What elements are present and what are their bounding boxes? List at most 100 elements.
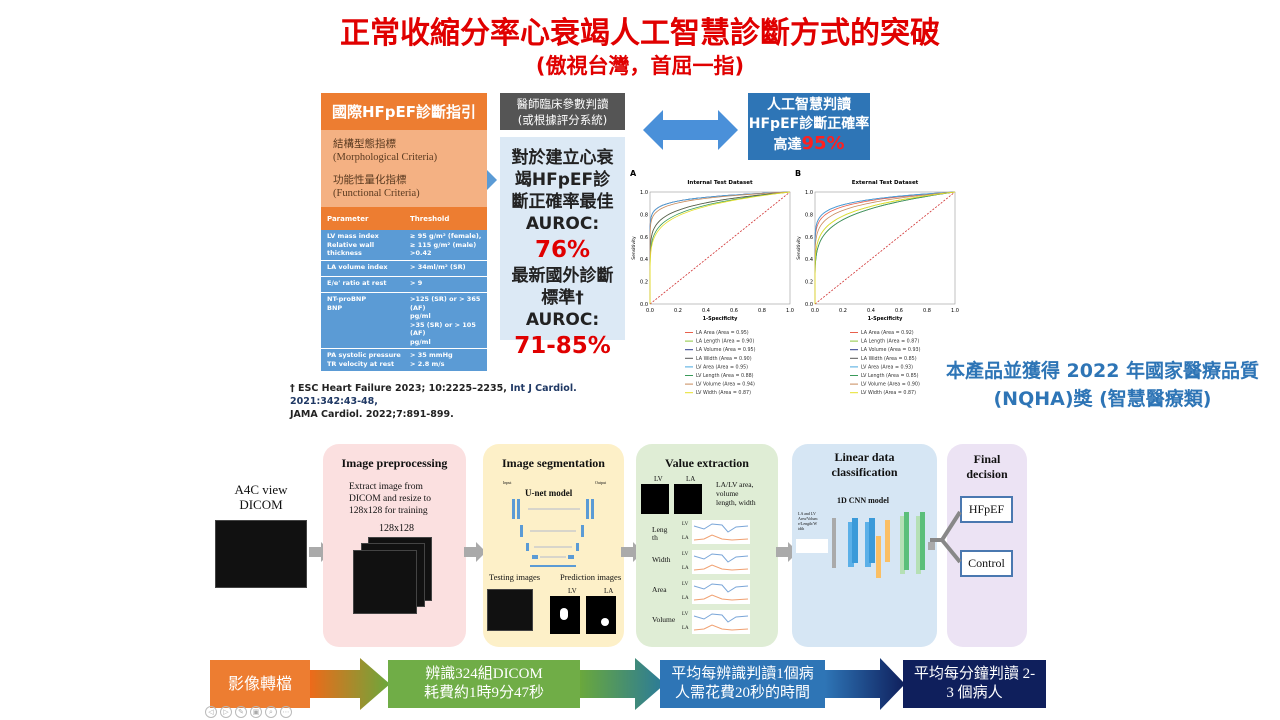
y-tick-label: 0.8: [640, 212, 648, 218]
x-tick-label: 0.2: [674, 308, 682, 314]
echo-image: [215, 520, 307, 588]
roc-curve: [814, 191, 956, 305]
legend-entry: LA Length (Area = 0.87): [861, 339, 919, 345]
panel-preprocessing: Image preprocessing Extract image from D…: [323, 444, 466, 647]
unet-input: Input: [503, 480, 512, 485]
citation: † ESC Heart Failure 2023; 10:2225–2235, …: [290, 382, 630, 421]
roc-curve: [649, 191, 791, 305]
threshold-cell: > 34ml/m² (SR): [410, 263, 466, 271]
testing-label: Testing images: [489, 572, 541, 582]
threshold-cell: ≥ 95 g/m² (female), ≥ 115 g/m² (male) >0…: [410, 232, 482, 257]
y-tick-label: 0.2: [640, 280, 648, 286]
cnn-diagram: [832, 512, 925, 574]
guideline-table: LV mass index Relative wall thickness≥ 9…: [321, 230, 487, 372]
x-axis-label: 1-Specificity: [703, 316, 739, 322]
x-tick-label: 0.6: [730, 308, 738, 314]
value-row-label: Volume: [652, 615, 676, 624]
clinician-value2: 71-85%: [514, 333, 611, 359]
next-slide-button[interactable]: ▷: [220, 706, 232, 718]
more-options-button[interactable]: ⋯: [280, 706, 292, 718]
la-label: LA: [686, 475, 696, 483]
x-tick-label: 0.8: [758, 308, 766, 314]
panel-label: B: [795, 169, 801, 178]
award-text: 本產品並獲得 2022 年國家醫療品質(NQHA)獎 (智慧醫療類): [945, 360, 1260, 410]
param-cell: LA volume index: [327, 263, 388, 271]
ai-line: 人工智慧判讀HFpEF診斷正確率高達: [748, 97, 870, 153]
clinician-auroc: 對於建立心衰竭HFpEF診斷正確率最佳AUROC: 76% 最新國外診斷標準† …: [500, 137, 625, 359]
roc-curve: [649, 191, 791, 305]
timeline-step-2: 辨識324組DICOM 耗費約1時9分47秒: [388, 660, 580, 708]
criteria-zh: 結構型態指標: [333, 139, 396, 150]
clinician-line1: 對於建立心衰竭HFpEF診斷正確率最佳AUROC:: [511, 148, 614, 234]
chart-title: Internal Test Dataset: [687, 180, 753, 186]
param-cell: PA systolic pressure TR velocity at rest: [327, 351, 401, 368]
lv-label: LV: [654, 475, 663, 483]
legend-entry: LA Width (Area = 0.90): [696, 356, 752, 362]
double-arrow-icon: [643, 110, 738, 150]
value-desc: LA/LV area, volume length, width: [716, 480, 756, 507]
arrow-right-icon: [487, 170, 497, 190]
preprocessing-desc: Extract image from DICOM and resize to 1…: [349, 482, 432, 516]
cnn-input-label: LA and LV Area/Volum e/Length/W idth: [798, 511, 818, 531]
legend-entry: LV Volume (Area = 0.94): [696, 382, 755, 388]
timeline-step-4: 平均每分鐘判讀 2- 3 個病人: [903, 660, 1046, 708]
y-tick-label: 0.6: [640, 235, 648, 241]
lv-label: LV: [682, 552, 689, 557]
y-tick-label: 0.0: [640, 302, 648, 308]
slide-subtitle: (傲視台灣，首屈一指): [535, 54, 745, 78]
zoom-button[interactable]: ⌕: [265, 706, 277, 718]
ai-value: 95%: [801, 133, 845, 154]
la-label: LA: [682, 626, 689, 631]
x-tick-label: 0.0: [811, 308, 819, 314]
chart-title: External Test Dataset: [852, 180, 919, 186]
panel-title: Final decision: [966, 452, 1008, 481]
criteria-en: (Functional Criteria): [333, 188, 420, 199]
roc-curve: [814, 191, 956, 305]
value-row-label: Width: [652, 555, 671, 564]
arrow-icon: [464, 542, 486, 562]
clinician-header: 醫師臨床參數判讀 (或根據評分系統): [500, 93, 625, 130]
pen-tool-button[interactable]: ✎: [235, 706, 247, 718]
timeline-step-3: 平均每辨識判讀1個病 人需花費20秒的時間: [660, 660, 825, 708]
x-tick-label: 1.0: [951, 308, 959, 314]
panel-title: Linear data classification: [831, 450, 898, 479]
y-tick-label: 0.0: [805, 302, 813, 308]
panel-title: Value extraction: [665, 456, 749, 470]
x-tick-label: 0.2: [839, 308, 847, 314]
roc-curve: [649, 191, 791, 305]
guideline-header: 國際HFpEF診斷指引: [321, 93, 487, 130]
panel-value-extraction: Value extraction LV LA LA/LV area, volum…: [636, 444, 778, 647]
decision-fork-icon: [930, 510, 962, 564]
guideline-criteria: 結構型態指標(Morphological Criteria) 功能性量化指標(F…: [321, 130, 487, 207]
input-signal: [796, 539, 828, 553]
legend-entry: LV Width (Area = 0.87): [696, 390, 751, 396]
input-label: A4C view DICOM: [234, 482, 288, 512]
legend-entry: LV Volume (Area = 0.90): [861, 382, 920, 388]
roc-curve: [814, 191, 956, 305]
chance-line: [814, 191, 956, 305]
legend-entry: LV Width (Area = 0.87): [861, 390, 916, 396]
citation-ijc: Int J Cardiol. 2021:342:43-48,: [290, 383, 577, 407]
legend-entry: LA Area (Area = 0.92): [861, 330, 914, 336]
x-tick-label: 0.4: [867, 308, 875, 314]
y-tick-label: 1.0: [805, 190, 813, 196]
x-tick-label: 0.4: [702, 308, 710, 314]
panel-title: Image preprocessing: [341, 456, 448, 470]
unet-diagram: [512, 499, 594, 567]
chance-line: [649, 191, 791, 305]
lv-label: LV: [682, 612, 689, 617]
criteria-zh: 功能性量化指標: [333, 175, 407, 186]
x-tick-label: 0.6: [895, 308, 903, 314]
prev-slide-button[interactable]: ◁: [205, 706, 217, 718]
slide-title: 正常收縮分率心衰竭人工智慧診斷方式的突破: [340, 16, 940, 51]
roc-curve: [814, 191, 956, 305]
x-tick-label: 1.0: [786, 308, 794, 314]
lv-measure-image: [641, 484, 669, 514]
all-slides-button[interactable]: ▣: [250, 706, 262, 718]
frames-image: [353, 550, 417, 614]
la-label: LA: [682, 596, 689, 601]
threshold-cell: > 9: [410, 279, 423, 287]
lv-label: LV: [682, 522, 689, 527]
